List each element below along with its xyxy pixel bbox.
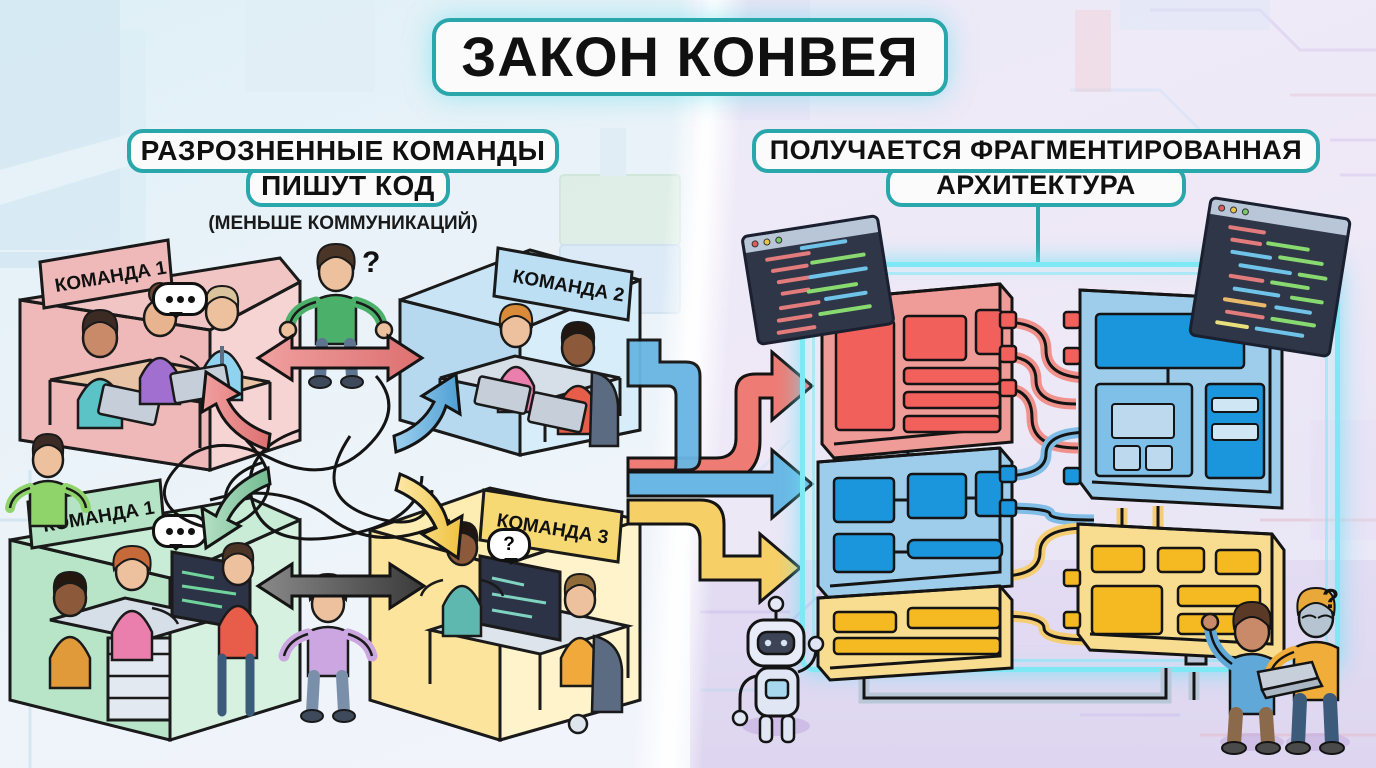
left-headline-line1: РАЗРОЗНЕННЫЕ КОМАНДЫ xyxy=(127,129,559,173)
left-subtitle: (МЕНЬШЕ КОММУНИКАЦИЙ) xyxy=(208,213,478,234)
code-window-right-body xyxy=(1190,214,1346,359)
code-window-left xyxy=(740,213,896,347)
traffic-light-red xyxy=(1217,204,1226,213)
bubble-green-room xyxy=(152,514,208,551)
traffic-light-green xyxy=(774,236,783,245)
bubble-pink-room xyxy=(152,282,208,319)
traffic-light-red xyxy=(751,239,760,248)
right-headline-line1: ПОЛУЧАЕТСЯ ФРАГМЕНТИРОВАННАЯ xyxy=(752,129,1320,173)
traffic-light-yellow xyxy=(762,238,771,247)
left-panel-background xyxy=(0,0,700,768)
traffic-light-yellow xyxy=(1229,205,1238,214)
code-window-right xyxy=(1187,195,1353,359)
page-title: ЗАКОН КОНВЕЯ xyxy=(432,18,948,96)
bubble-yellow-room: ? xyxy=(487,528,531,565)
architecture-frame-inner xyxy=(812,272,1328,662)
traffic-light-green xyxy=(1241,207,1250,216)
right-headline-connector xyxy=(1036,207,1040,267)
